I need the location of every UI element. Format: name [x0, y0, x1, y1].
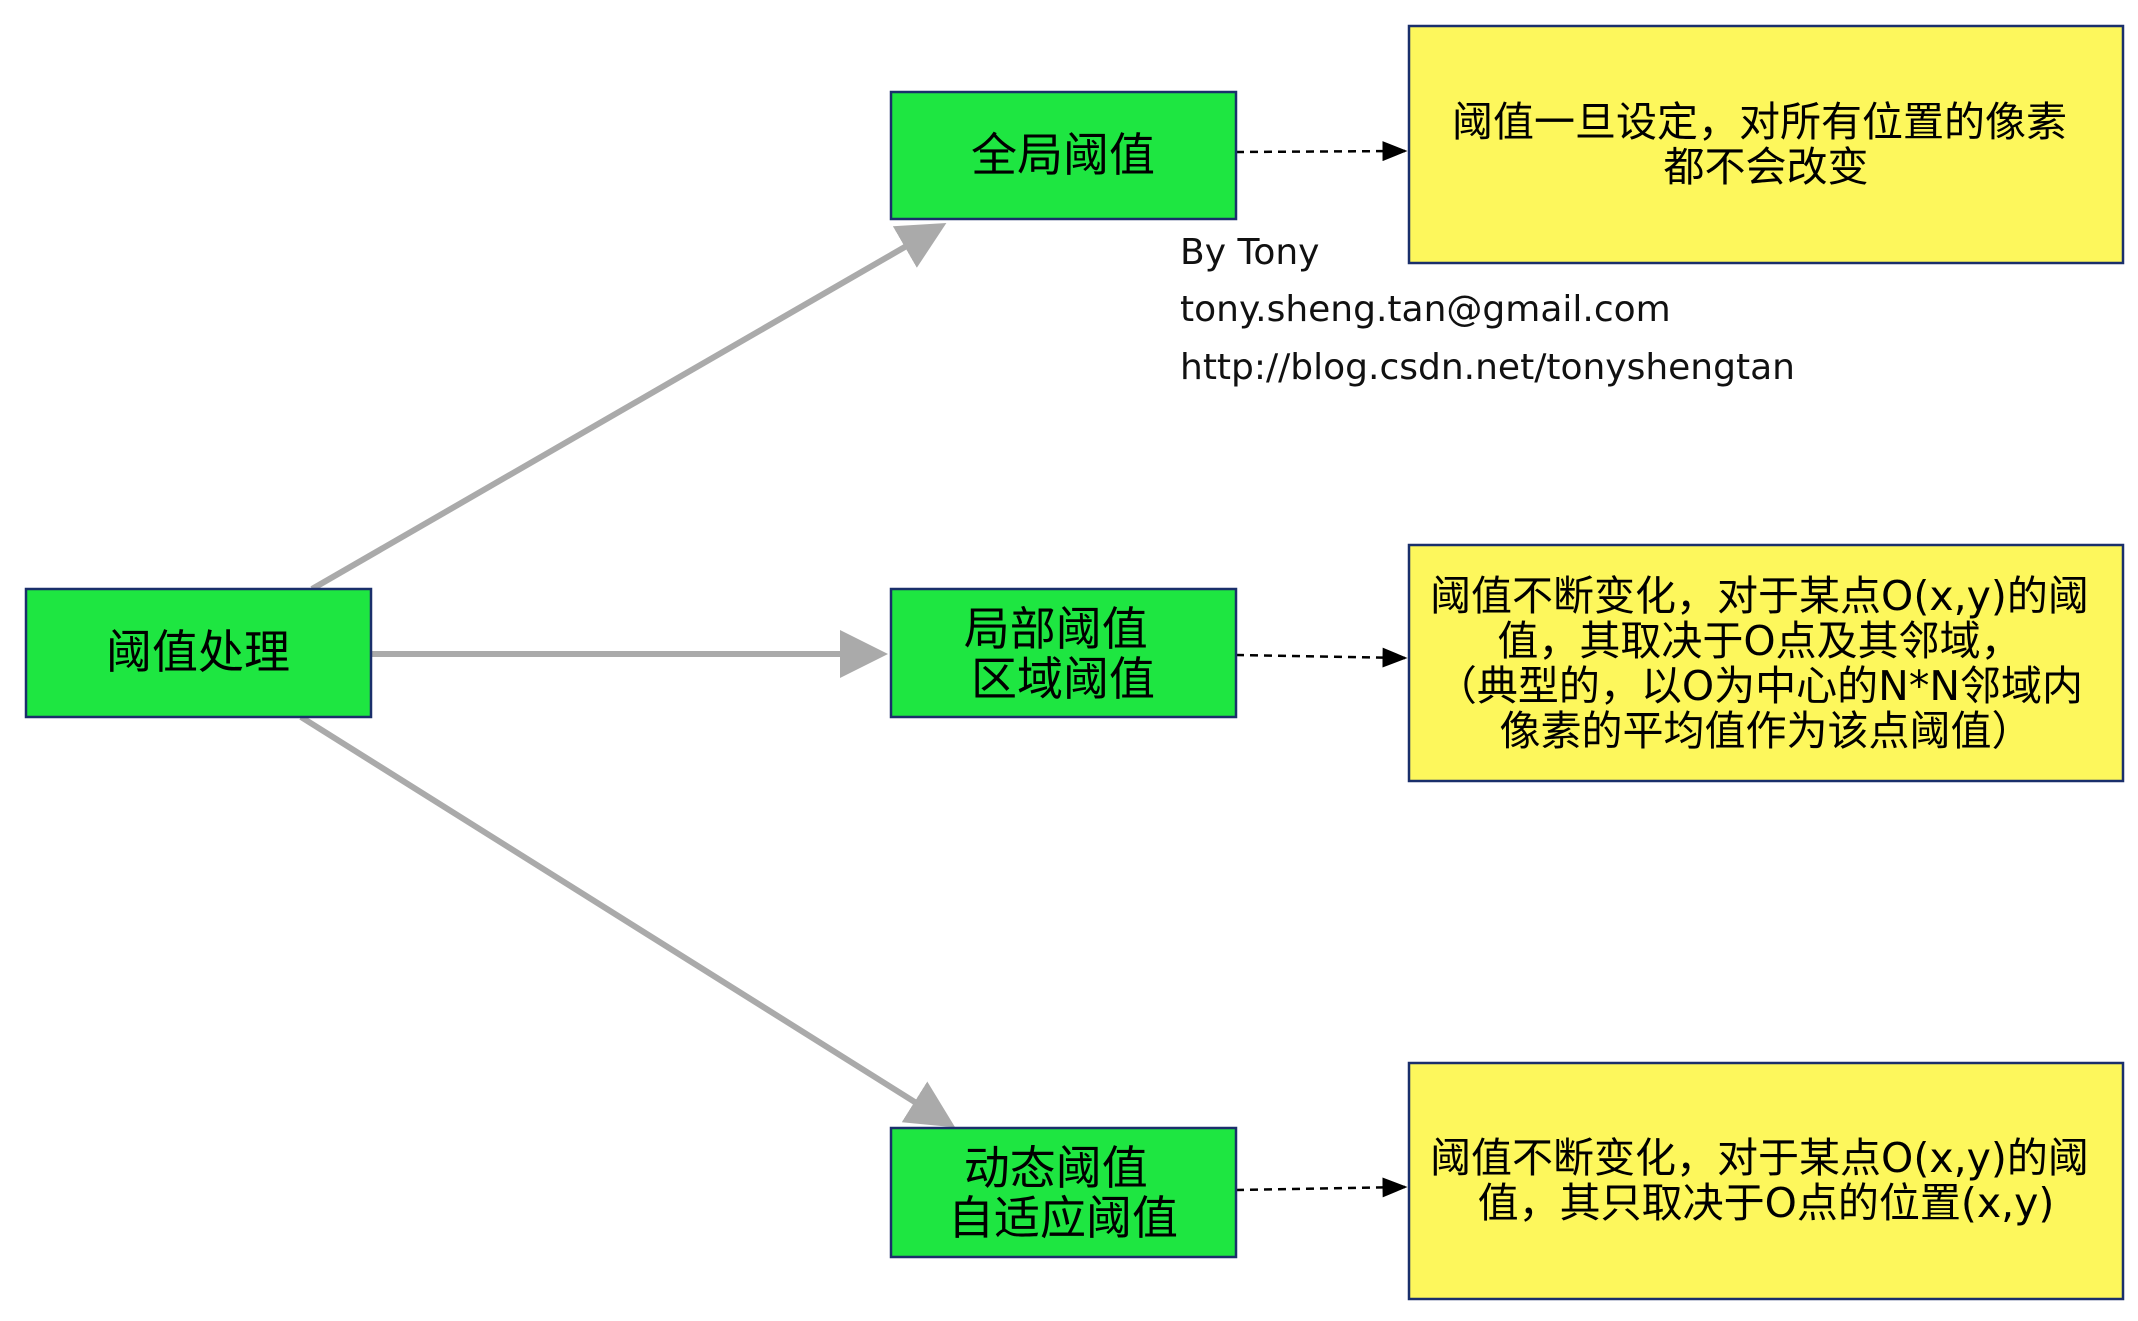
local-label-1: 局部阈值: [964, 602, 1148, 656]
note-line: 值，其只取决于O点的位置(x,y): [1478, 1179, 2055, 1227]
svg-text:阈值处理: 阈值处理: [106, 625, 290, 679]
root-node: 阈值处理: [24, 587, 373, 719]
credit-email: tony.sheng.tan@gmail.com: [1180, 289, 1671, 330]
local-threshold-node: 局部阈值 区域阈值: [889, 587, 1238, 719]
dynamic-label-2: 自适应阈值: [948, 1191, 1178, 1245]
global-threshold-note: 阈值一旦设定，对所有位置的像素 都不会改变: [1407, 24, 2125, 265]
arrow-root-to-global: [310, 223, 947, 592]
note-line: 阈值不断变化，对于某点O(x,y)的阈: [1430, 572, 2089, 620]
svg-text:阈值一旦设定，对所有位置的像素 都不会改变: 阈值一旦设定，对所有位置的像素 都不会改变: [1452, 98, 2080, 191]
svg-text:阈值不断变化，对于某点O(x,y)的阈 值，其只: 阈值不断变化，对于某点O(x,y)的阈 值，其只取决于O点的位置(x,y): [1430, 1134, 2102, 1227]
local-threshold-note: 阈值不断变化，对于某点O(x,y)的阈 值，其取决于O点及其邻域， （典型的，以…: [1407, 543, 2125, 783]
global-threshold-node: 全局阈值: [889, 90, 1238, 221]
dashed-arrow-dynamic: [1235, 1177, 1408, 1198]
svg-text:局部阈值 区域阈值: 局部阈值 区域阈值: [964, 602, 1163, 706]
dashed-arrow-global: [1235, 141, 1408, 162]
root-label: 阈值处理: [106, 625, 290, 679]
note-line: （典型的，以O为中心的N*N邻域内: [1436, 662, 2083, 710]
credit-url: http://blog.csdn.net/tonyshengtan: [1180, 347, 1795, 388]
credit-author: By Tony: [1180, 232, 1319, 273]
dashed-arrow-local: [1235, 647, 1408, 668]
note-line: 阈值一旦设定，对所有位置的像素: [1452, 98, 2067, 146]
local-label-2: 区域阈值: [971, 652, 1155, 706]
dynamic-label-1: 动态阈值: [964, 1141, 1148, 1195]
dynamic-threshold-node: 动态阈值 自适应阈值: [889, 1126, 1238, 1259]
note-line: 都不会改变: [1664, 143, 1869, 191]
note-line: 值，其取决于O点及其邻域，: [1497, 617, 2021, 665]
svg-text:动态阈值 自适应阈值: 动态阈值 自适应阈值: [948, 1141, 1178, 1245]
svg-text:全局阈值: 全局阈值: [971, 128, 1155, 182]
note-line: 像素的平均值作为该点阈值）: [1500, 707, 2033, 755]
arrow-root-to-dynamic: [299, 714, 956, 1128]
svg-text:阈值不断变化，对于某点O(x,y)的阈 值，其取: 阈值不断变化，对于某点O(x,y)的阈 值，其取决于O点及其邻域， （典型的，以…: [1430, 572, 2102, 755]
global-label: 全局阈值: [971, 128, 1155, 182]
dynamic-threshold-note: 阈值不断变化，对于某点O(x,y)的阈 值，其只取决于O点的位置(x,y): [1407, 1061, 2125, 1301]
note-line: 阈值不断变化，对于某点O(x,y)的阈: [1430, 1134, 2089, 1182]
